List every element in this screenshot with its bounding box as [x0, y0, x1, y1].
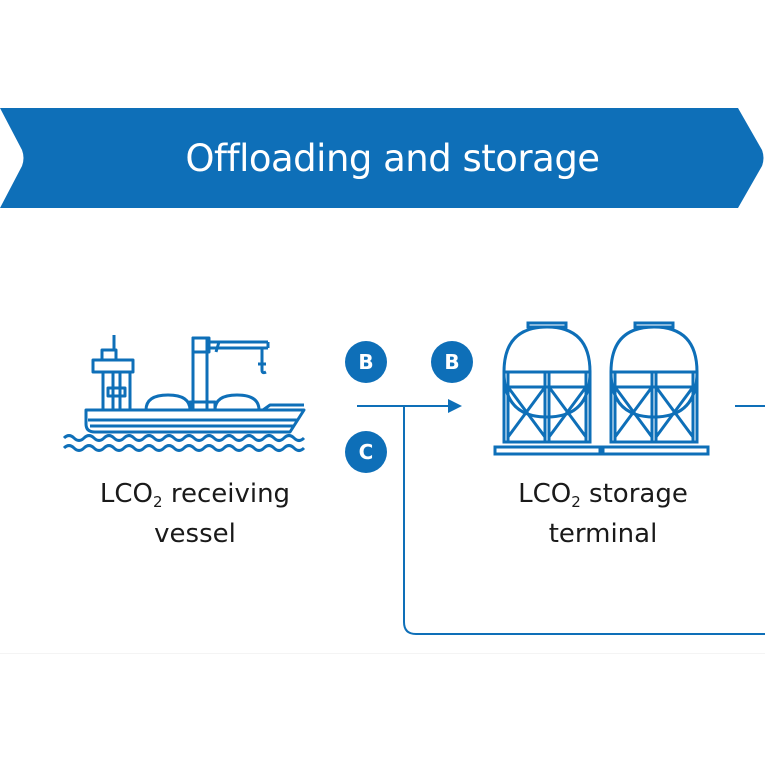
ship-with-crane-icon — [84, 335, 306, 434]
badge-b-right: B — [431, 341, 473, 383]
arrow-head-icon — [448, 399, 462, 413]
label-line-2: terminal — [548, 519, 658, 549]
label-line-1: LCO2 receiving — [99, 479, 291, 511]
banner-title: Offloading and storage — [185, 136, 600, 180]
receiving-vessel-label: LCO2 receiving vessel — [40, 474, 350, 554]
banner-chevron — [0, 108, 764, 208]
flow-line-bypass — [403, 406, 765, 635]
badge-b-left: B — [345, 341, 387, 383]
water-waves-icon — [62, 434, 306, 452]
badge-letter: C — [359, 440, 374, 464]
storage-tanks-icon — [493, 321, 710, 456]
flow-connector — [357, 405, 765, 635]
label-line-2: vessel — [154, 519, 236, 549]
section-divider — [0, 653, 765, 654]
badge-letter: B — [444, 350, 459, 374]
badge-letter: B — [358, 350, 373, 374]
label-line-1: LCO2 storage — [518, 479, 688, 511]
badge-c: C — [345, 431, 387, 473]
storage-terminal-label: LCO2 storage terminal — [448, 474, 758, 554]
